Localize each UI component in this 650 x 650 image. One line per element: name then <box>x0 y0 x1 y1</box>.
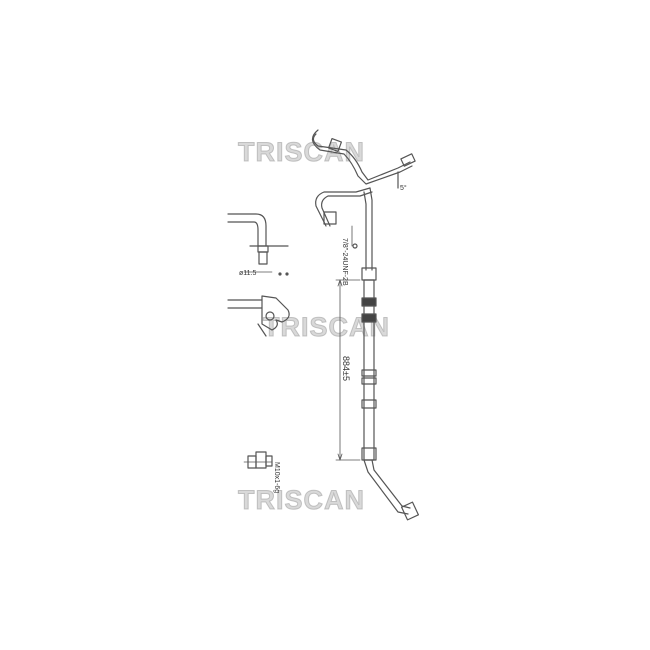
top-pipe: 5° <box>311 129 416 192</box>
detail-fitting <box>243 451 273 469</box>
thread-upper-label: 7/8"-24UNF-2B <box>341 238 348 286</box>
watermark-bottom: TRISCAN <box>238 485 365 516</box>
detail-bracket <box>227 295 290 337</box>
thread-lower-label: M10x1-6g <box>273 462 280 493</box>
length-label: 884±5 <box>341 356 351 381</box>
lower-pipe <box>363 459 419 521</box>
length-dimension <box>335 279 361 461</box>
hole-diameter-label: ø11.5 <box>239 270 256 277</box>
detail-pipe-bend <box>227 213 289 276</box>
watermark-top: TRISCAN <box>238 137 365 168</box>
angle-label: 5° <box>400 184 407 192</box>
hose-body <box>361 267 377 461</box>
upper-pipe-bend <box>315 187 373 271</box>
